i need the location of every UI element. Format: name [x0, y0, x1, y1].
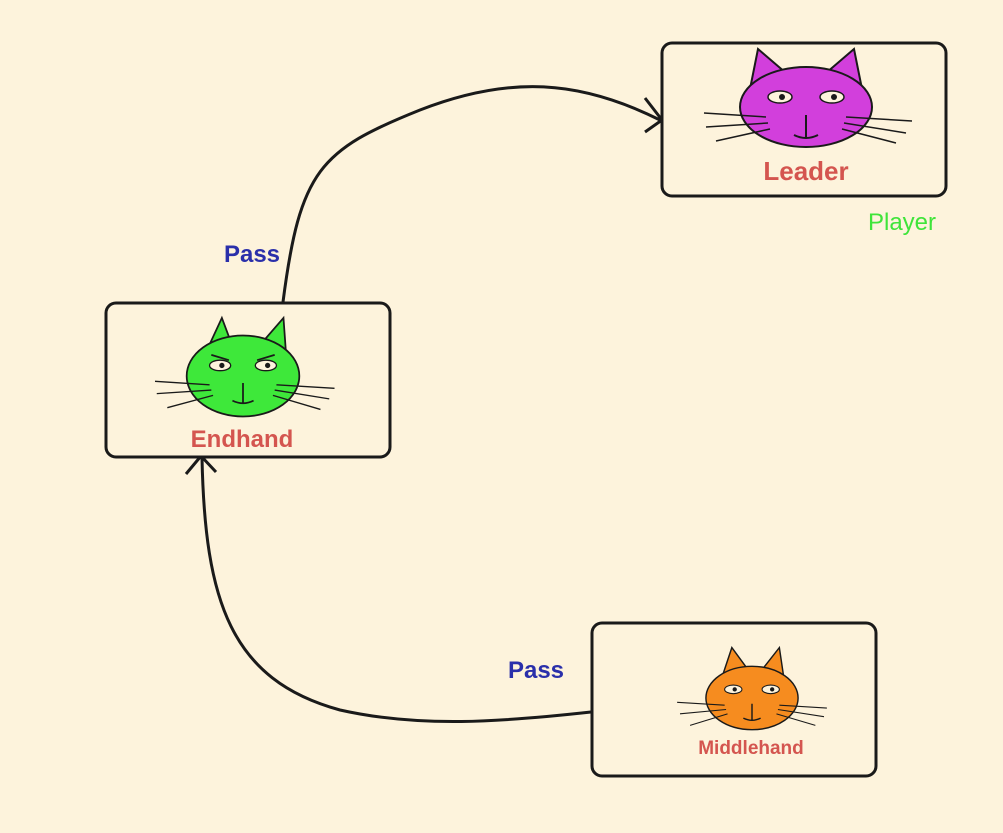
cat-face-icon: [154, 315, 335, 418]
cat-face-icon: [703, 47, 913, 148]
node-label-leader: Leader: [763, 156, 848, 186]
node-label-middlehand: Middlehand: [698, 738, 804, 759]
edge-line: [200, 457, 592, 724]
node-middlehand: Middlehand: [590, 621, 878, 778]
edge-label-pass-bottom: Pass: [508, 657, 564, 684]
edge-middlehand-to-endhand: Pass: [184, 454, 592, 724]
edge-endhand-to-leader: Pass: [224, 85, 664, 303]
node-label-endhand: Endhand: [191, 426, 294, 453]
cat-face-icon: [677, 645, 827, 731]
edge-line: [281, 85, 661, 303]
edge-label-pass-top: Pass: [224, 241, 280, 268]
node-endhand: Endhand: [104, 301, 392, 459]
role-label: Player: [868, 209, 936, 236]
node-leader: Leader: [660, 41, 948, 198]
